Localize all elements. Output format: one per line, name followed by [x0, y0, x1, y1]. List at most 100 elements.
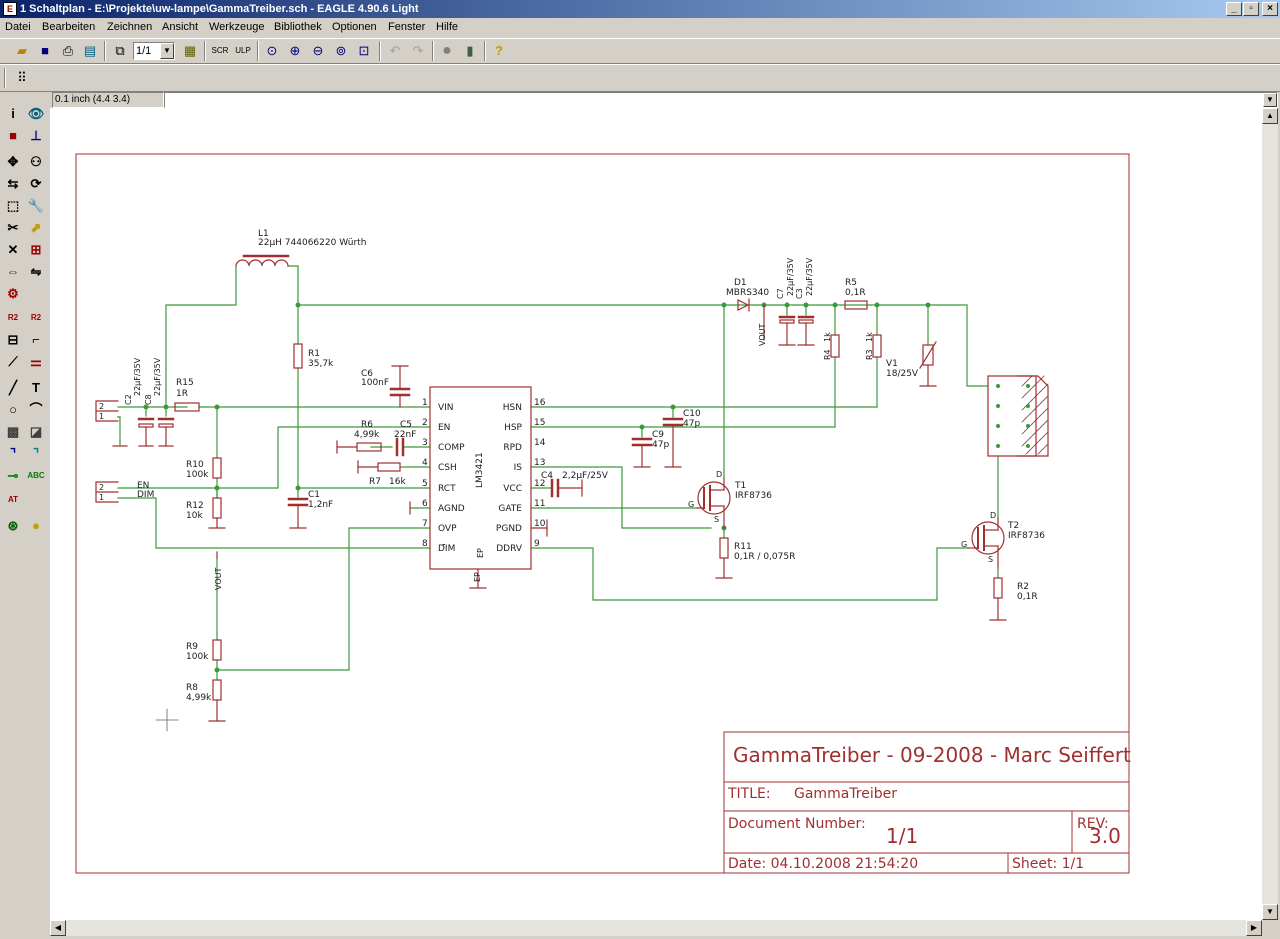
- part-value: 0,1R: [1017, 592, 1038, 602]
- replace-icon[interactable]: ⚙: [7, 286, 19, 301]
- menu-ansicht[interactable]: Ansicht: [162, 21, 199, 33]
- copy-icon[interactable]: ⚇: [30, 154, 42, 169]
- display-icon[interactable]: ■: [9, 128, 17, 143]
- schematic-canvas[interactable]: 1 2 3 4 5 6 7 8 16 15 14 13 12 11 10 9 V…: [50, 108, 1262, 920]
- ic-name: LM3421: [475, 452, 485, 488]
- close-button[interactable]: ×: [1262, 2, 1278, 16]
- show-icon[interactable]: 👁: [27, 106, 45, 121]
- pin-label: D: [990, 511, 996, 520]
- part-name: R2: [1017, 582, 1029, 592]
- zoom-redraw-icon[interactable]: ⊚: [335, 43, 347, 58]
- board-icon[interactable]: ▦: [183, 43, 197, 58]
- zoom-in-icon[interactable]: ⊕: [289, 43, 301, 58]
- part-name: L1: [258, 229, 269, 239]
- grid-icon[interactable]: ⠿: [17, 70, 27, 85]
- docnum-value: 1/1: [886, 824, 918, 848]
- group-icon[interactable]: ⬚: [6, 198, 20, 213]
- pin-num: 7: [422, 519, 428, 529]
- cam-icon[interactable]: ▤: [83, 43, 97, 58]
- sheet-select[interactable]: 1/1 ▼: [133, 42, 175, 60]
- value-icon[interactable]: R2: [30, 313, 42, 322]
- name-icon[interactable]: R2: [7, 313, 19, 322]
- move-icon[interactable]: ✥: [7, 154, 19, 169]
- scroll-left-icon[interactable]: ◀: [50, 920, 66, 936]
- help-icon[interactable]: ?: [495, 43, 503, 58]
- invoke-icon[interactable]: ⚌: [30, 354, 42, 369]
- part-value: 22µF/35V: [786, 257, 795, 296]
- scroll-up-icon[interactable]: ▲: [1262, 108, 1278, 124]
- miter-icon[interactable]: ⌐: [32, 332, 40, 347]
- save-icon[interactable]: ■: [41, 43, 49, 58]
- gateswap-icon[interactable]: ⇋: [30, 264, 42, 279]
- scroll-down-icon[interactable]: ▼: [1262, 904, 1278, 920]
- label-icon[interactable]: ABC: [27, 471, 45, 480]
- erc-icon[interactable]: ⊛: [7, 518, 19, 533]
- menu-datei[interactable]: Datei: [5, 21, 31, 33]
- pinswap-icon[interactable]: ⇔: [6, 264, 20, 279]
- bus-icon[interactable]: ⌝: [9, 446, 17, 461]
- scroll-right-icon[interactable]: ▶: [1246, 920, 1262, 936]
- part-name: C8: [144, 394, 153, 405]
- text-icon[interactable]: T: [32, 380, 40, 395]
- part-value: 4,99k: [354, 430, 380, 440]
- attribute-icon[interactable]: AT: [7, 495, 19, 504]
- sheet-icon[interactable]: ⧉: [115, 43, 125, 58]
- title-value: GammaTreiber: [794, 786, 897, 802]
- scroll-corner: [1262, 920, 1278, 936]
- part-value: 22µH 744066220 Würth: [258, 238, 366, 248]
- open-icon[interactable]: ▰: [17, 43, 27, 58]
- zoom-area-icon[interactable]: ⊡: [358, 43, 370, 58]
- connector-pin: 2: [99, 402, 104, 411]
- component-symbols: [95, 254, 1049, 722]
- rect-icon[interactable]: ▩: [6, 424, 20, 439]
- part-name: R11: [734, 542, 752, 552]
- menu-fenster[interactable]: Fenster: [388, 21, 426, 33]
- redo-icon[interactable]: ↷: [412, 43, 424, 58]
- zoom-fit-icon[interactable]: ⊙: [266, 43, 278, 58]
- menu-optionen[interactable]: Optionen: [332, 21, 377, 33]
- part-value: 100k: [186, 652, 209, 662]
- vertical-scrollbar[interactable]: ▲ ▼: [1262, 108, 1278, 920]
- junction-icon[interactable]: ⊸: [7, 468, 19, 483]
- horizontal-scrollbar[interactable]: ◀ ▶: [50, 920, 1262, 936]
- print-icon[interactable]: ⎙: [62, 43, 74, 58]
- ep-pin: EP: [473, 572, 482, 582]
- menu-hilfe[interactable]: Hilfe: [436, 21, 459, 33]
- chevron-down-icon[interactable]: ▼: [160, 43, 174, 59]
- restore-button[interactable]: ▫: [1243, 2, 1259, 16]
- connector-pin: 1: [99, 412, 104, 421]
- menu-bearbeiten[interactable]: Bearbeiten: [42, 21, 96, 33]
- menu-bibliothek[interactable]: Bibliothek: [274, 21, 322, 33]
- circle-icon[interactable]: ○: [9, 402, 17, 417]
- mark-icon[interactable]: ⊥: [30, 128, 42, 143]
- net-label-vout: VOUT: [214, 568, 223, 590]
- info-icon[interactable]: i: [11, 106, 15, 121]
- zoom-out-icon[interactable]: ⊖: [312, 43, 324, 58]
- cut-icon[interactable]: ✂: [7, 220, 19, 235]
- split-icon[interactable]: ⟋: [8, 354, 18, 369]
- minimize-button[interactable]: _: [1226, 2, 1242, 16]
- add-icon[interactable]: ⊞: [30, 242, 42, 257]
- undo-icon[interactable]: ↶: [389, 43, 401, 58]
- smash-icon[interactable]: ⊟: [7, 332, 19, 347]
- wire-icon[interactable]: ╱: [9, 380, 17, 395]
- change-icon[interactable]: 🔧: [27, 198, 45, 213]
- ulp-icon[interactable]: ULP: [235, 46, 251, 55]
- rotate-icon[interactable]: ⟳: [30, 176, 42, 191]
- part-name: C1: [308, 490, 320, 500]
- mirror-icon[interactable]: ⇆: [7, 176, 19, 191]
- go-icon[interactable]: ▮: [466, 43, 474, 58]
- script-icon[interactable]: SCR: [211, 46, 229, 55]
- paste-icon[interactable]: ⬈: [30, 220, 42, 235]
- polygon-icon[interactable]: ◪: [29, 424, 43, 439]
- net-icon[interactable]: ⌝: [32, 446, 40, 461]
- delete-icon[interactable]: ✕: [7, 242, 19, 257]
- command-line-input[interactable]: ▼: [164, 92, 1278, 108]
- stop-icon[interactable]: ●: [442, 42, 452, 59]
- chevron-down-icon[interactable]: ▼: [1263, 93, 1277, 107]
- errors-icon[interactable]: ●: [32, 518, 40, 533]
- menu-zeichnen[interactable]: Zeichnen: [107, 21, 153, 33]
- arc-icon[interactable]: ⌒: [29, 402, 43, 417]
- window-title: 1 Schaltplan - E:\Projekte\uw-lampe\Gamm…: [20, 3, 419, 15]
- menu-werkzeuge[interactable]: Werkzeuge: [209, 21, 265, 33]
